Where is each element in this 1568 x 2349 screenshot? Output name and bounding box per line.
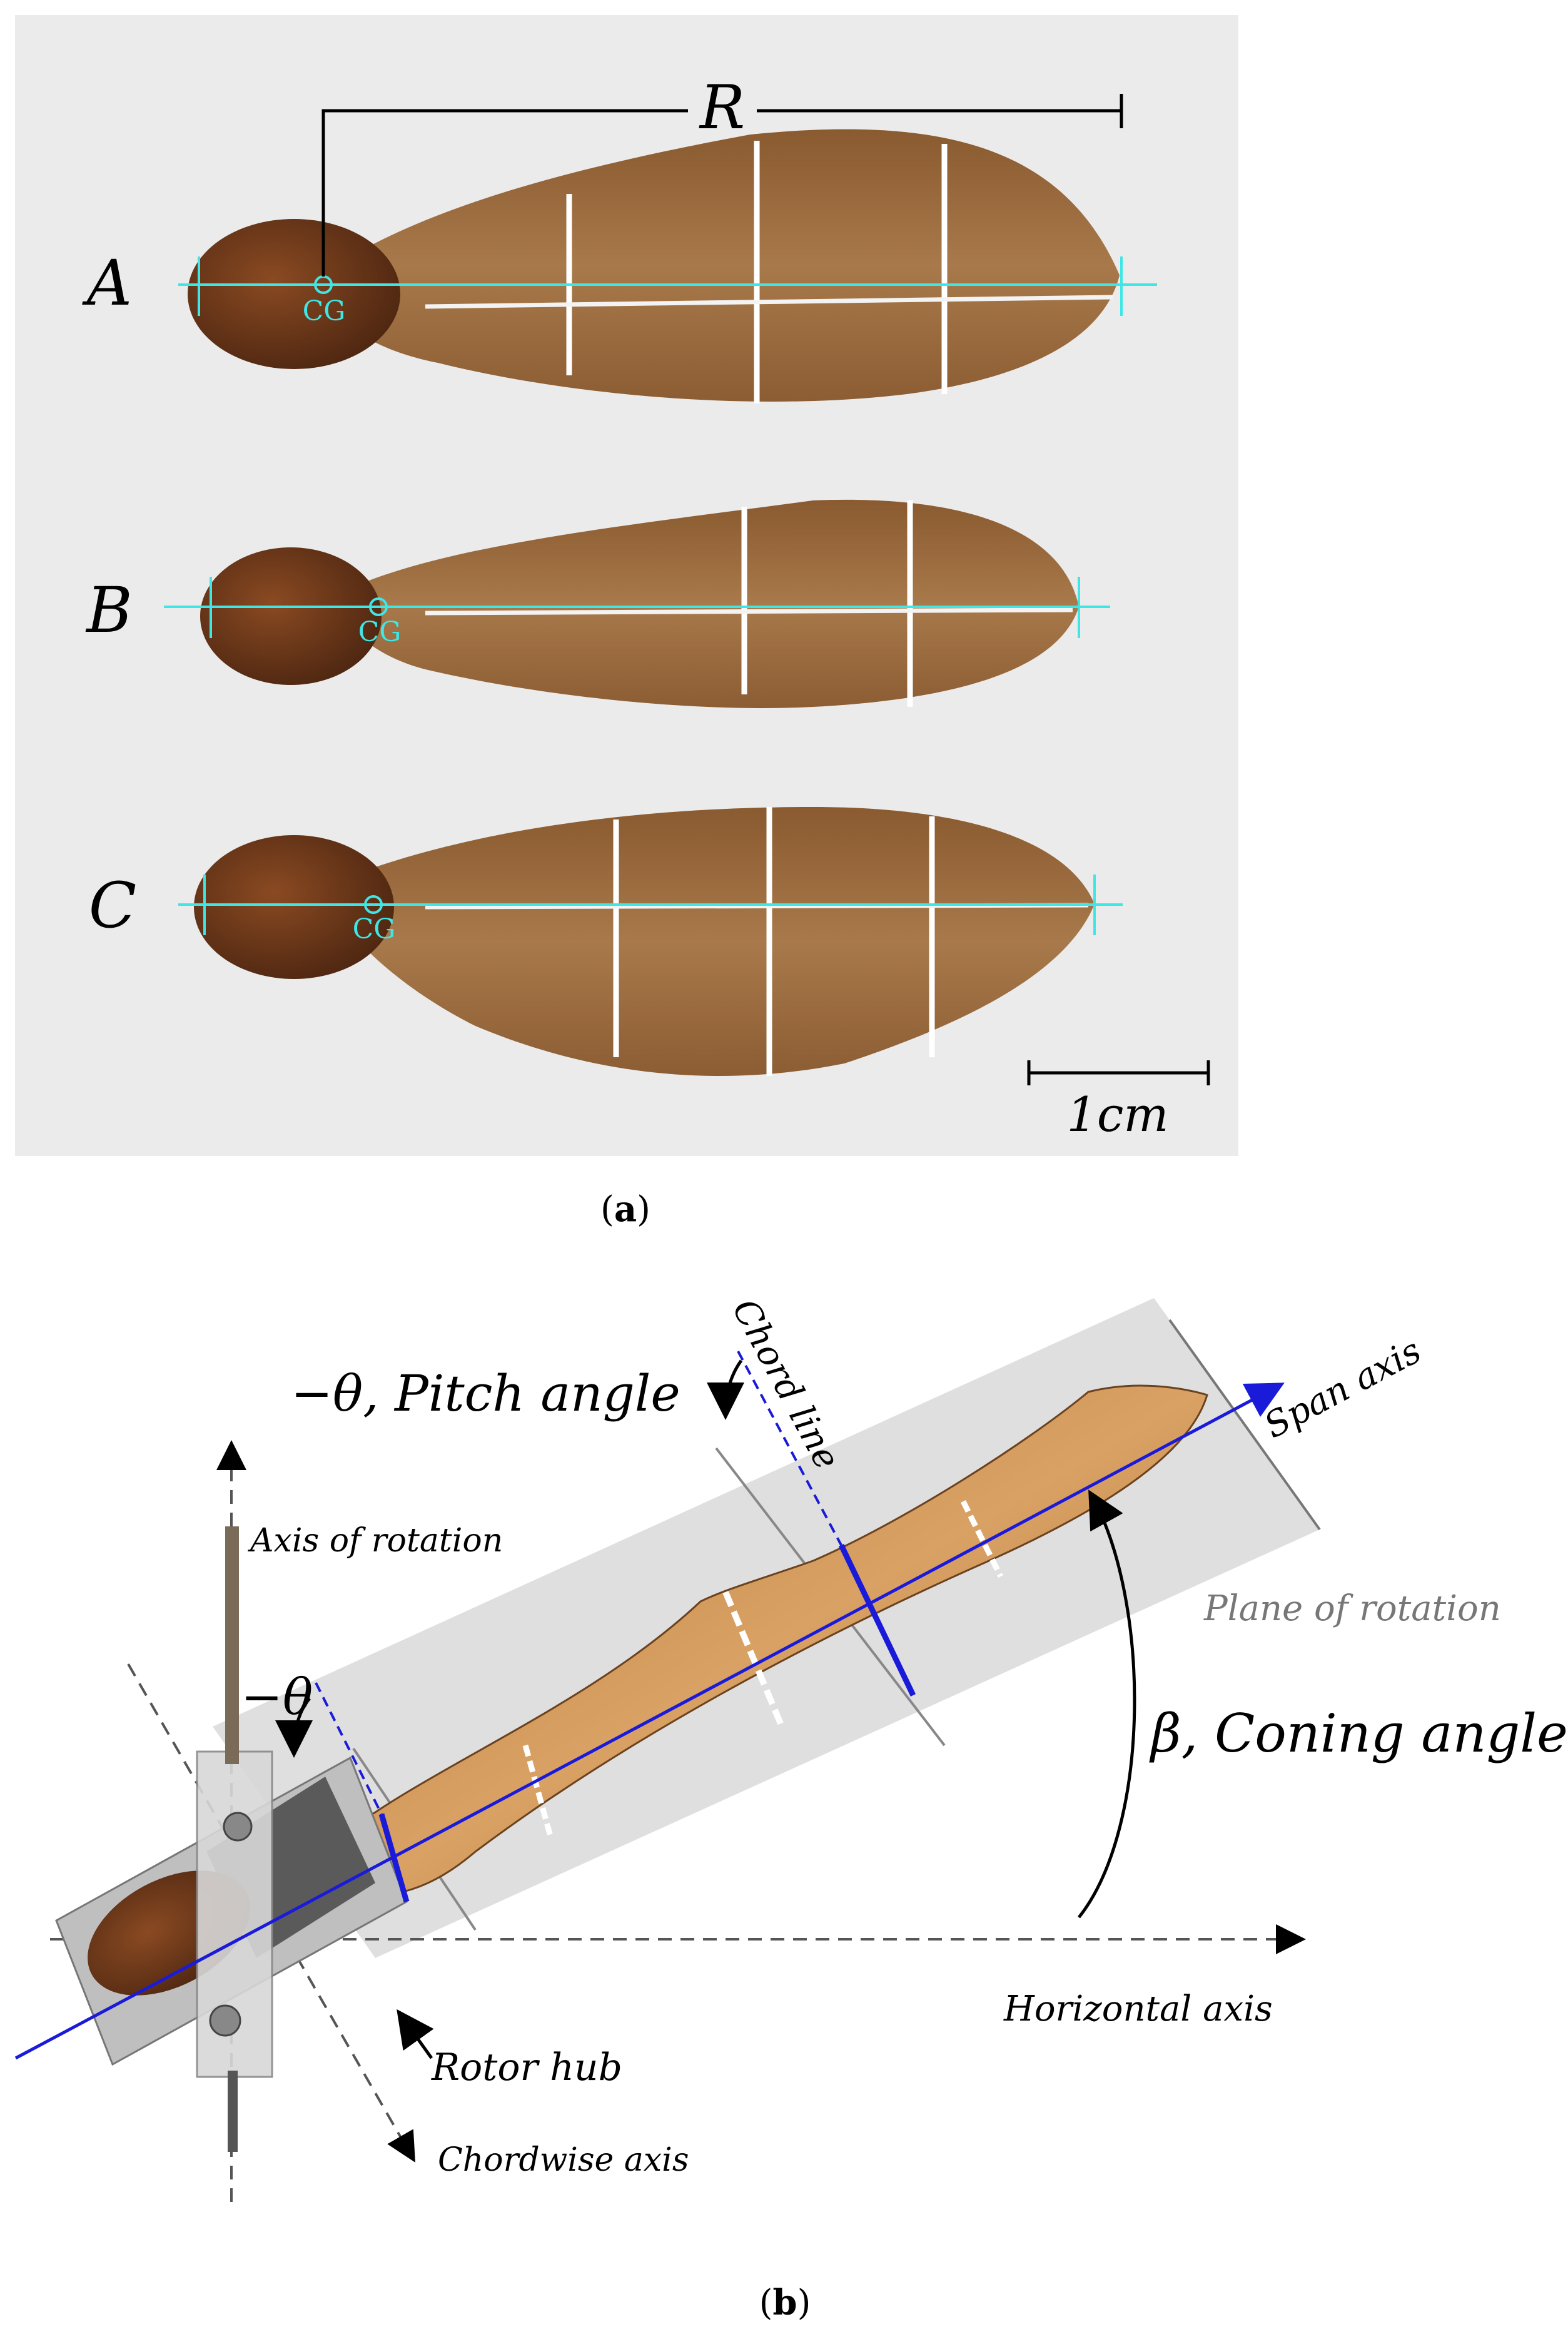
samara-a-label: A — [82, 246, 132, 320]
radius-dimension: R — [321, 73, 1123, 277]
samara-a: CG A — [82, 129, 1157, 403]
rotor-hub-shaft — [225, 1526, 239, 1764]
panel-a-caption: (a) — [563, 1189, 688, 1230]
radius-label-bg — [688, 88, 757, 131]
pitch-angle-arrow — [707, 1359, 745, 1420]
panel-b-caption: (b) — [722, 2282, 847, 2323]
panel-a-caption-letter: a — [614, 1189, 637, 1230]
radius-bracket — [321, 109, 1121, 277]
panel-b: Horizontal axis Axis of rotation Chordwi… — [14, 1292, 1568, 2202]
hub-chord-blue — [378, 1813, 410, 1903]
scale-bar: 1cm — [1027, 1060, 1210, 1142]
rotor-hub — [55, 1526, 408, 2152]
horizontal-axis-label: Horizontal axis — [1003, 1989, 1273, 2029]
scale-bar-label: 1cm — [1067, 1087, 1169, 1142]
rotor-hub-label: Rotor hub — [431, 2046, 622, 2089]
samara-c: CG C — [89, 807, 1123, 1076]
samara-c-wing — [338, 807, 1095, 1076]
hub-chord-dashed — [315, 1682, 383, 1815]
wing-b-vein-2 — [722, 1591, 785, 1728]
rotor-hub-arrow — [397, 2009, 434, 2059]
theta-small-arrow — [275, 1697, 313, 1758]
samara-b-cg-marker — [369, 597, 388, 616]
samara-b-seed — [200, 547, 382, 685]
chordwise-axis-label: Chordwise axis — [438, 2141, 689, 2179]
samara-c-seed — [194, 835, 394, 979]
panel-b-caption-close: ) — [797, 2283, 811, 2323]
panel-b-caption-open: ( — [759, 2283, 773, 2323]
panel-a-caption-open: ( — [600, 1189, 614, 1230]
radius-label: R — [699, 73, 745, 143]
pitch-angle-label: −θ, Pitch angle — [291, 1364, 680, 1423]
wing-b-vein-3 — [960, 1499, 1004, 1578]
samara-a-cg-label: CG — [303, 295, 346, 327]
chord-line-label: Chord line — [724, 1292, 847, 1476]
samara-b-wing — [338, 499, 1079, 708]
chordwise-axis-line — [127, 1663, 415, 2163]
samara-c-label: C — [89, 869, 137, 942]
samara-b-label: B — [85, 574, 133, 647]
samara-a-wing — [325, 129, 1120, 402]
samara-c-cg-label: CG — [353, 913, 396, 945]
span-axis-label: Span axis — [1258, 1331, 1428, 1447]
samara-b-midrib — [425, 607, 1073, 616]
rotor-hub-pin — [228, 2071, 238, 2152]
chord-line-dashed — [737, 1351, 842, 1546]
samara-a-midrib — [425, 295, 1114, 309]
plane-of-rotation-label: Plane of rotation — [1203, 1588, 1501, 1629]
samara-a-seed — [188, 219, 400, 369]
theta-small-label: −θ — [241, 1668, 313, 1726]
rotor-hub-screw-bottom — [209, 2004, 241, 2037]
wing-chord-blue — [838, 1544, 916, 1697]
samara-b: CG B — [85, 499, 1110, 708]
plane-edge-right — [1168, 1319, 1321, 1531]
coning-angle-arc — [1078, 1489, 1136, 1919]
panel-a-caption-close: ) — [637, 1189, 650, 1230]
samara-b-cg-label: CG — [358, 616, 402, 648]
panel-a: CG A R CG B — [15, 15, 1238, 1156]
panel-b-caption-letter: b — [772, 2282, 797, 2323]
coning-angle-label: β, Coning angle — [1149, 1703, 1568, 1764]
axis-of-rotation-label: Axis of rotation — [248, 1522, 503, 1560]
rotor-hub-screw-top — [223, 1812, 253, 1842]
samara-c-cg-marker — [364, 895, 383, 914]
span-axis-line — [14, 1383, 1285, 2060]
